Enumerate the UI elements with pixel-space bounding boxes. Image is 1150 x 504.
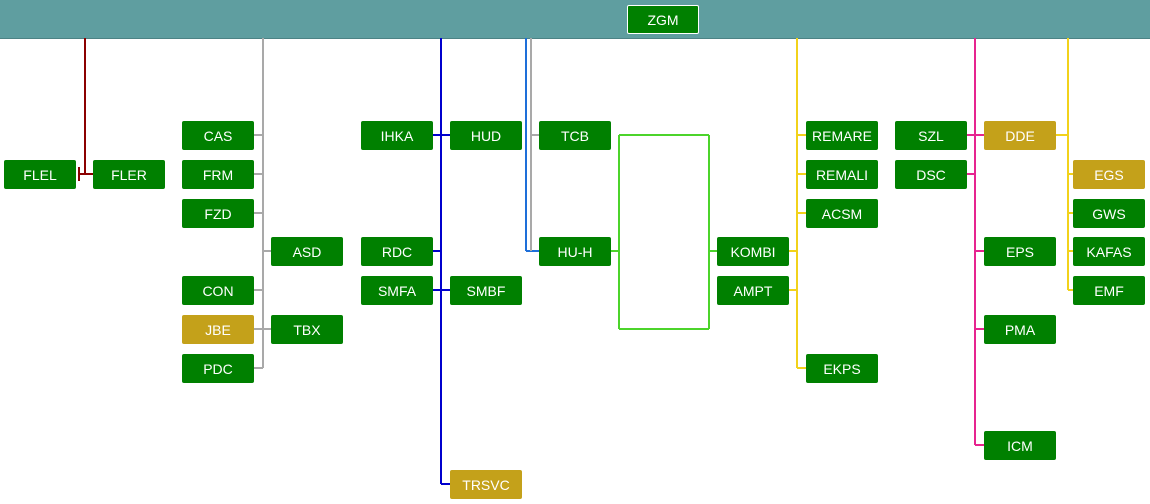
node-tbx[interactable]: TBX — [271, 315, 343, 344]
bus-lime — [611, 134, 717, 330]
bus-gray — [254, 38, 271, 369]
node-ihka[interactable]: IHKA — [361, 121, 433, 150]
bus-yellow — [789, 38, 806, 369]
node-gws[interactable]: GWS — [1073, 199, 1145, 228]
node-emf[interactable]: EMF — [1073, 276, 1145, 305]
node-fzd[interactable]: FZD — [182, 199, 254, 228]
bus-light-blue — [525, 38, 539, 252]
network-header-bar — [0, 0, 1150, 39]
node-pma[interactable]: PMA — [984, 315, 1056, 344]
bus-pink — [967, 38, 984, 446]
node-rdc[interactable]: RDC — [361, 237, 433, 266]
node-fler[interactable]: FLER — [93, 160, 165, 189]
node-acsm[interactable]: ACSM — [806, 199, 878, 228]
bus-dark-red — [78, 38, 93, 181]
node-smbf[interactable]: SMBF — [450, 276, 522, 305]
node-con[interactable]: CON — [182, 276, 254, 305]
node-asd[interactable]: ASD — [271, 237, 343, 266]
node-remare[interactable]: REMARE — [806, 121, 878, 150]
node-ampt[interactable]: AMPT — [717, 276, 789, 305]
node-kafas[interactable]: KAFAS — [1073, 237, 1145, 266]
node-kombi[interactable]: KOMBI — [717, 237, 789, 266]
node-flel[interactable]: FLEL — [4, 160, 76, 189]
node-hu-h[interactable]: HU-H — [539, 237, 611, 266]
node-trsvc[interactable]: TRSVC — [450, 470, 522, 499]
node-dde[interactable]: DDE — [984, 121, 1056, 150]
node-ekps[interactable]: EKPS — [806, 354, 878, 383]
bus-yellow-2 — [1056, 38, 1073, 291]
node-szl[interactable]: SZL — [895, 121, 967, 150]
node-remali[interactable]: REMALI — [806, 160, 878, 189]
node-dsc[interactable]: DSC — [895, 160, 967, 189]
node-eps[interactable]: EPS — [984, 237, 1056, 266]
node-pdc[interactable]: PDC — [182, 354, 254, 383]
node-zgm[interactable]: ZGM — [627, 5, 699, 34]
node-tcb[interactable]: TCB — [539, 121, 611, 150]
bus-blue — [433, 38, 450, 485]
bus-gray-2 — [530, 38, 539, 251]
node-smfa[interactable]: SMFA — [361, 276, 433, 305]
node-icm[interactable]: ICM — [984, 431, 1056, 460]
node-egs[interactable]: EGS — [1073, 160, 1145, 189]
node-hud[interactable]: HUD — [450, 121, 522, 150]
node-jbe[interactable]: JBE — [182, 315, 254, 344]
node-cas[interactable]: CAS — [182, 121, 254, 150]
node-frm[interactable]: FRM — [182, 160, 254, 189]
